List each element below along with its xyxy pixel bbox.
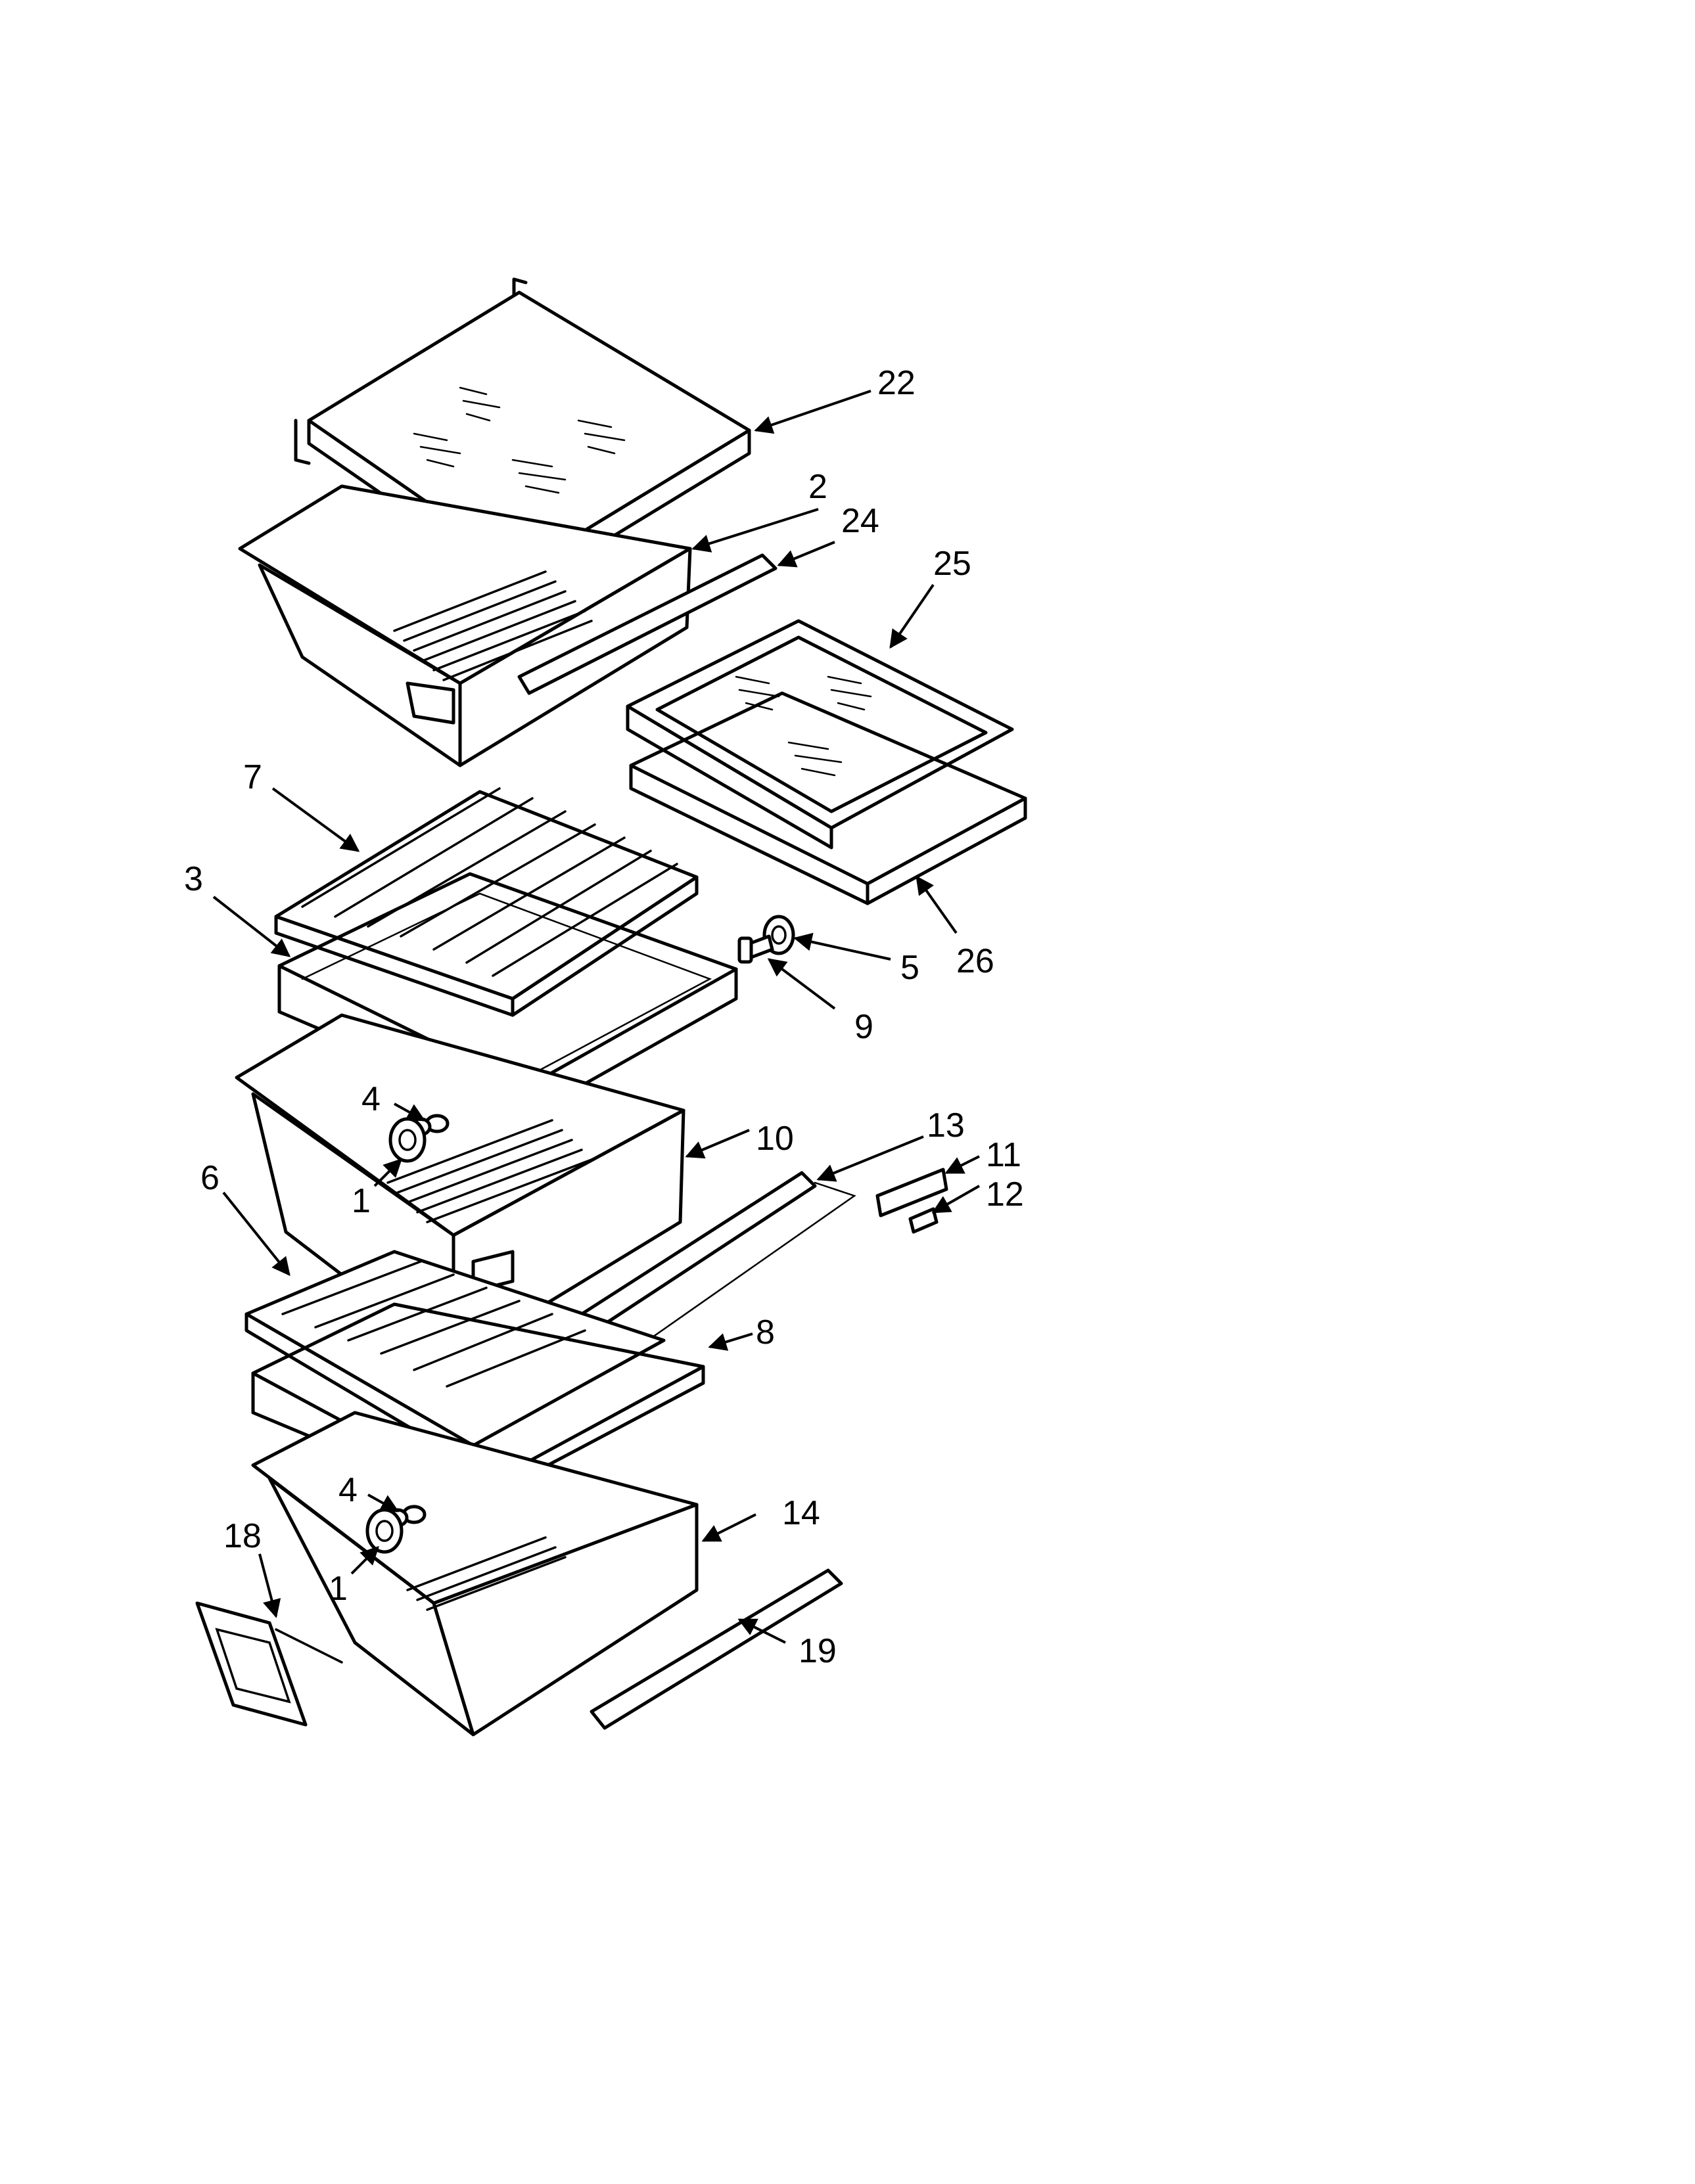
part-19-cover-rod bbox=[590, 1568, 843, 1730]
part-12-clip bbox=[908, 1207, 939, 1234]
callout-22: 22 bbox=[877, 364, 916, 402]
part-18-humidity-control bbox=[195, 1601, 343, 1727]
leader-1b bbox=[350, 1546, 379, 1575]
leader-lines bbox=[212, 390, 980, 1644]
part-7-wire-shelf bbox=[274, 787, 699, 1017]
callout-7: 7 bbox=[243, 758, 262, 796]
part-1-lower-roller bbox=[365, 1508, 404, 1554]
callout-3: 3 bbox=[184, 860, 203, 898]
leader-13 bbox=[816, 1135, 924, 1182]
leader-14 bbox=[701, 1513, 756, 1542]
callout-24: 24 bbox=[841, 502, 879, 540]
callout-13: 13 bbox=[927, 1106, 965, 1145]
leader-1a bbox=[373, 1158, 402, 1187]
part-9-screw bbox=[737, 934, 774, 964]
leader-8 bbox=[708, 1332, 753, 1351]
callout-25: 25 bbox=[933, 545, 971, 583]
leader-7 bbox=[271, 787, 360, 852]
callout-8: 8 bbox=[756, 1313, 775, 1352]
part-25-glass-shelf bbox=[626, 619, 1014, 850]
part-11-clip bbox=[875, 1168, 948, 1217]
leader-24 bbox=[777, 541, 835, 568]
leader-19 bbox=[737, 1618, 786, 1644]
leader-9 bbox=[767, 958, 836, 1010]
callout-1b: 1 bbox=[329, 1570, 348, 1608]
leader-11 bbox=[944, 1155, 980, 1174]
part-13-leader-path bbox=[623, 1181, 856, 1358]
part-26-shelf-frame bbox=[629, 691, 1027, 905]
callout-4a: 4 bbox=[361, 1080, 381, 1118]
part-1-upper-roller bbox=[388, 1117, 427, 1163]
leader-26 bbox=[916, 875, 958, 934]
callout-labels: 22 2 24 25 7 3 5 26 9 4 10 13 11 1 12 6 … bbox=[184, 364, 1024, 1670]
part-6-lower-shelf bbox=[244, 1250, 666, 1467]
leader-25 bbox=[889, 583, 935, 649]
callout-19: 19 bbox=[799, 1632, 837, 1670]
leader-5 bbox=[793, 932, 891, 961]
leader-18 bbox=[258, 1553, 281, 1618]
callout-10: 10 bbox=[756, 1120, 794, 1158]
callout-5: 5 bbox=[900, 949, 919, 987]
leader-2 bbox=[691, 508, 819, 553]
leader-10 bbox=[685, 1129, 750, 1159]
callout-11: 11 bbox=[986, 1136, 1021, 1174]
leader-3 bbox=[212, 896, 291, 957]
callout-4b: 4 bbox=[338, 1471, 358, 1509]
callout-2: 2 bbox=[808, 468, 827, 506]
part-14-lower-crisper bbox=[251, 1411, 699, 1737]
callout-6: 6 bbox=[200, 1159, 220, 1197]
callout-18: 18 bbox=[223, 1517, 262, 1555]
callout-12: 12 bbox=[986, 1175, 1024, 1214]
callout-26: 26 bbox=[956, 942, 994, 980]
callout-14: 14 bbox=[782, 1494, 820, 1532]
leader-12 bbox=[931, 1185, 980, 1214]
callout-1a: 1 bbox=[352, 1182, 371, 1220]
leader-6 bbox=[222, 1191, 290, 1277]
callout-9: 9 bbox=[854, 1008, 873, 1046]
leader-22 bbox=[754, 390, 871, 434]
part-24-cover-rod bbox=[517, 553, 778, 695]
leader-4b bbox=[367, 1493, 400, 1513]
leader-4a bbox=[394, 1103, 426, 1122]
